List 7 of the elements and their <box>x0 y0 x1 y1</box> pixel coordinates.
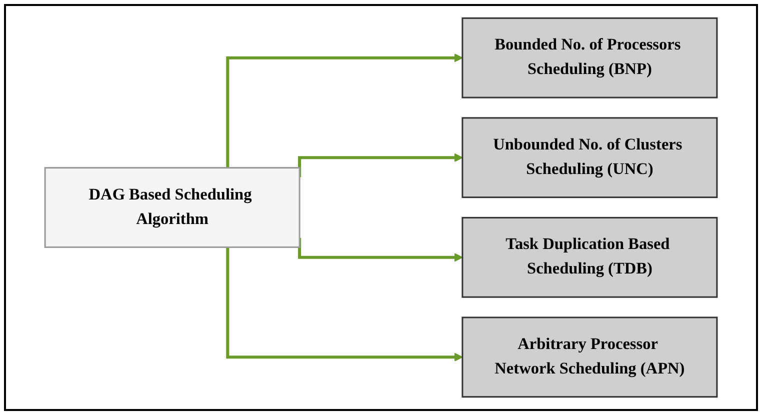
node-box: Unbounded No. of Clusters Scheduling (UNC) <box>462 117 718 198</box>
node-box: Arbitrary Processor Network Scheduling (APN) <box>462 316 718 398</box>
node-box: DAG Based Scheduling Algorithm <box>44 167 300 248</box>
arrow <box>226 53 463 168</box>
arrow <box>226 247 463 362</box>
node-box: Bounded No. of Processors Scheduling (BNP) <box>462 17 718 98</box>
node-box: Task Duplication Based Scheduling (TDB) <box>462 216 718 298</box>
